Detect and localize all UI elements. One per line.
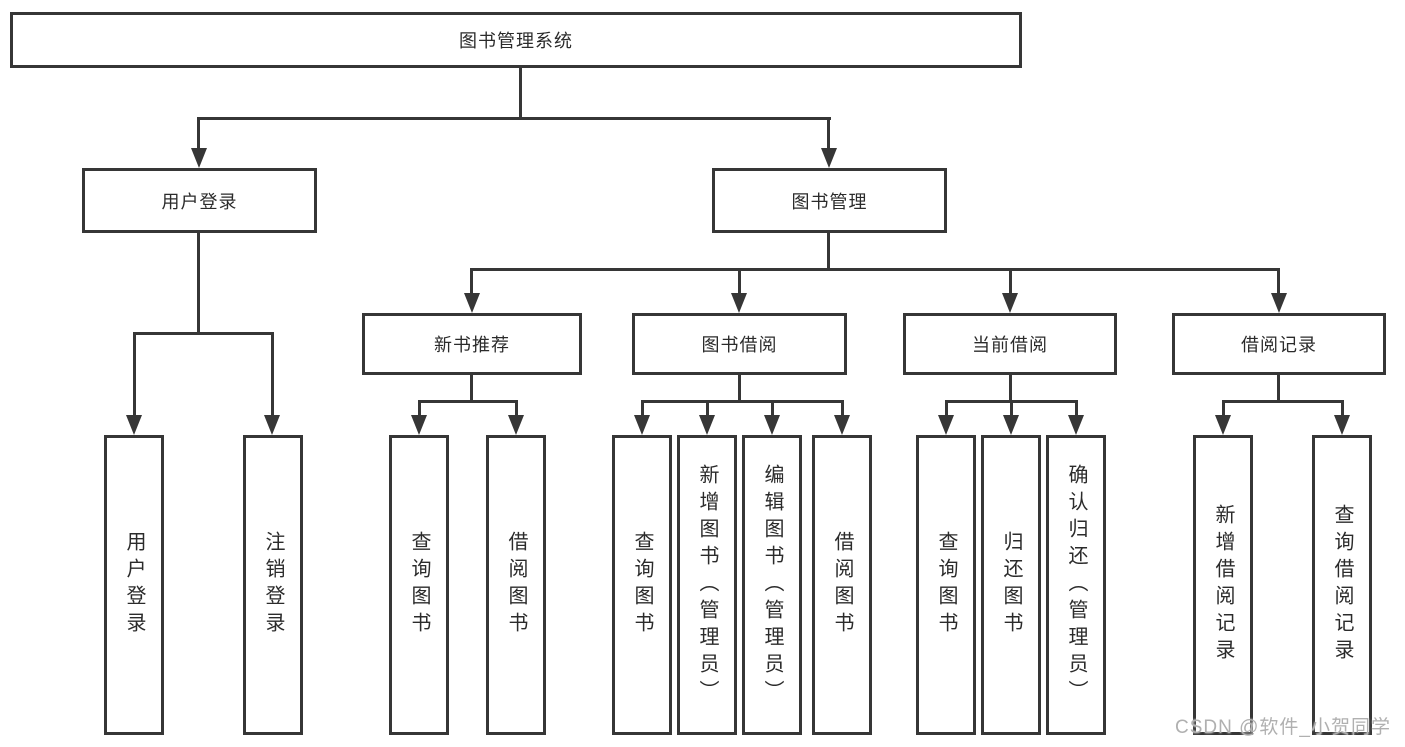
node-current-borrowing-label: 当前借阅 (972, 335, 1048, 355)
connector-drop-borrow1 (515, 400, 518, 415)
leaf-edit-book-admin-label: 编辑图书（管理员） (761, 463, 783, 707)
arrowhead-borrow2 (834, 415, 850, 435)
connector-borrowing-bar (641, 400, 844, 403)
node-book-management-label: 图书管理 (791, 191, 868, 212)
arrowhead-queryrecord (1334, 415, 1350, 435)
leaf-borrow-books-recommend: 借阅图书 (486, 435, 546, 735)
node-current-borrowing: 当前借阅 (903, 313, 1117, 375)
leaf-query-books-recommend-label: 查询图书 (408, 531, 430, 639)
leaf-query-books-borrowing-label: 查询图书 (631, 531, 653, 639)
watermark-text: CSDN @软件_小贺同学 (1175, 717, 1391, 738)
leaf-confirm-return-admin: 确认归还（管理员） (1046, 435, 1106, 735)
leaf-query-books-current-label: 查询图书 (935, 531, 957, 639)
leaf-query-books-recommend: 查询图书 (389, 435, 449, 735)
arrowhead-addrecord (1215, 415, 1231, 435)
arrowhead-confirm (1068, 415, 1084, 435)
leaf-add-borrow-record-label: 新增借阅记录 (1212, 504, 1234, 666)
connector-root-stem (519, 68, 522, 119)
leaf-return-book-label: 归还图书 (1000, 531, 1022, 639)
connector-drop-book-management (827, 117, 830, 148)
leaf-logout-label: 注销登录 (262, 531, 284, 639)
leaf-borrow-books-borrowing: 借阅图书 (812, 435, 872, 735)
connector-bookmgmt-stem (827, 233, 830, 271)
connector-drop-query1 (418, 400, 421, 415)
connector-drop-borrowing (738, 268, 741, 293)
leaf-confirm-return-admin-label: 确认归还（管理员） (1065, 463, 1087, 707)
node-library-system: 图书管理系统 (10, 12, 1022, 68)
connector-drop-recommend (470, 268, 473, 293)
connector-drop-addrecord (1222, 400, 1225, 415)
node-borrow-records: 借阅记录 (1172, 313, 1386, 375)
connector-recommend-bar (418, 400, 518, 403)
arrowhead-current (1002, 293, 1018, 313)
connector-records-stem (1277, 375, 1280, 403)
node-borrow-records-label: 借阅记录 (1241, 335, 1317, 355)
arrowhead-leaf-logout (264, 415, 280, 435)
connector-current-stem (1009, 375, 1012, 403)
node-book-management: 图书管理 (712, 168, 947, 233)
connector-drop-queryrecord (1341, 400, 1344, 415)
connector-borrowing-stem (738, 375, 741, 403)
connector-drop-query3 (945, 400, 948, 415)
arrowhead-recommend (464, 293, 480, 313)
leaf-add-book-admin-label: 新增图书（管理员） (696, 463, 718, 707)
arrowhead-records (1271, 293, 1287, 313)
arrowhead-query1 (411, 415, 427, 435)
arrowhead-query3 (938, 415, 954, 435)
leaf-borrow-books-borrowing-label: 借阅图书 (831, 531, 853, 639)
connector-drop-return (1010, 400, 1013, 415)
node-new-book-recommend: 新书推荐 (362, 313, 582, 375)
connector-drop-current (1009, 268, 1012, 293)
leaf-user-login-label: 用户登录 (123, 531, 145, 639)
leaf-logout: 注销登录 (243, 435, 303, 735)
connector-drop-editbook (771, 400, 774, 415)
connector-drop-addbook (706, 400, 709, 415)
arrowhead-addbook (699, 415, 715, 435)
arrowhead-borrowing (731, 293, 747, 313)
connector-drop-borrow2 (841, 400, 844, 415)
arrowhead-leaf-user-login (126, 415, 142, 435)
connector-drop-query2 (641, 400, 644, 415)
connector-drop-leaf-logout (271, 332, 274, 415)
leaf-query-borrow-record: 查询借阅记录 (1312, 435, 1372, 735)
leaf-user-login: 用户登录 (104, 435, 164, 735)
leaf-add-borrow-record: 新增借阅记录 (1193, 435, 1253, 735)
node-new-book-recommend-label: 新书推荐 (434, 335, 510, 355)
node-book-borrowing: 图书借阅 (632, 313, 847, 375)
leaf-borrow-books-recommend-label: 借阅图书 (505, 531, 527, 639)
connector-drop-leaf-user-login (133, 332, 136, 415)
node-book-borrowing-label: 图书借阅 (701, 335, 778, 355)
node-library-system-label: 图书管理系统 (459, 31, 573, 51)
connector-records-bar (1222, 400, 1344, 403)
leaf-add-book-admin: 新增图书（管理员） (677, 435, 737, 735)
connector-drop-user-login (197, 117, 200, 148)
arrowhead-editbook (764, 415, 780, 435)
leaf-query-books-current: 查询图书 (916, 435, 976, 735)
arrowhead-borrow1 (508, 415, 524, 435)
leaf-edit-book-admin: 编辑图书（管理员） (742, 435, 802, 735)
arrowhead-user-login (191, 148, 207, 168)
node-user-login: 用户登录 (82, 168, 317, 233)
connector-userlogin-stem (197, 233, 200, 335)
node-user-login-label: 用户登录 (161, 191, 238, 212)
arrowhead-query2 (634, 415, 650, 435)
arrowhead-return (1003, 415, 1019, 435)
connector-drop-confirm (1075, 400, 1078, 415)
connector-recommend-stem (470, 375, 473, 403)
connector-root-bar (197, 117, 831, 120)
connector-userlogin-bar (133, 332, 274, 335)
arrowhead-book-management (821, 148, 837, 168)
connector-bookmgmt-bar (470, 268, 1280, 271)
leaf-query-books-borrowing: 查询图书 (612, 435, 672, 735)
leaf-return-book: 归还图书 (981, 435, 1041, 735)
connector-drop-records (1277, 268, 1280, 293)
leaf-query-borrow-record-label: 查询借阅记录 (1331, 504, 1353, 666)
